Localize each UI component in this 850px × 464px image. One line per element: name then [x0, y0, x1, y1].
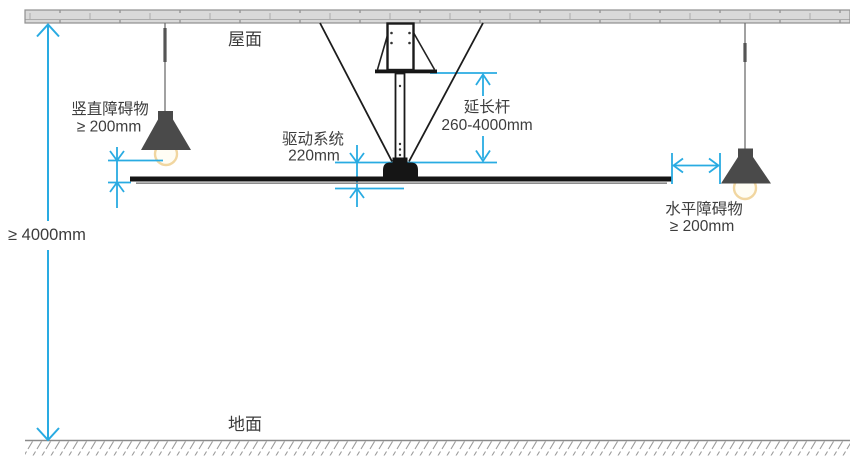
pendant-lamp-left — [141, 23, 191, 167]
drive-motor — [383, 162, 418, 181]
lamp-shade — [141, 119, 191, 150]
arrow-up-icon — [36, 23, 60, 38]
extension-rod — [394, 72, 406, 161]
dim-vertical-obstacle — [108, 147, 163, 208]
dim-overall-height — [36, 23, 60, 442]
bolt-dot — [398, 148, 402, 151]
dim-drive-system — [349, 145, 365, 207]
dim-horizontal-obstacle — [671, 153, 721, 184]
horizontal-obstacle-label-line2: ≥ 200mm — [670, 218, 735, 235]
vertical-obstacle-label-line1: 竖直障碍物 — [71, 100, 149, 118]
arrow-up-icon — [349, 186, 365, 199]
drive-system-label-line1: 驱动系统 — [282, 130, 344, 148]
guy-wire-right — [408, 22, 484, 162]
arrow-down-icon — [349, 152, 365, 165]
bolt-dot — [408, 31, 411, 35]
mount-plate — [375, 69, 437, 74]
vertical-obstacle-label-line2: ≥ 200mm — [77, 119, 142, 136]
lamp-neck — [738, 148, 753, 157]
lamp-neck — [158, 111, 173, 120]
arrow-down-icon — [475, 150, 491, 163]
dim-reference-lines — [335, 72, 497, 190]
motor-collar — [392, 157, 408, 163]
extension-rod-label-line1: 延长杆 — [464, 98, 511, 116]
roof-deck — [24, 9, 850, 24]
ground-label: 地面 — [228, 415, 262, 434]
arrow-up-icon — [109, 180, 125, 193]
bolt-dot — [398, 153, 402, 157]
lamp-shade — [721, 157, 771, 184]
dim-extension-rod — [475, 72, 491, 163]
horizontal-obstacle-label-line1: 水平障碍物 — [665, 200, 743, 218]
arrow-up-icon — [475, 72, 491, 86]
pendant-lamp-right — [721, 23, 771, 201]
bolt-dot — [390, 31, 393, 35]
ground-hatching — [25, 441, 850, 456]
overall-height-label: ≥ 4000mm — [8, 226, 86, 244]
drive-system-label-line2: 220mm — [288, 148, 340, 165]
bolt-dot — [408, 41, 411, 45]
bolt-dot — [398, 142, 402, 146]
guy-wire-left — [319, 22, 393, 162]
extension-rod-label-line2: 260-4000mm — [441, 117, 532, 134]
mount-bracket — [375, 22, 437, 74]
arrow-right-icon — [708, 157, 721, 174]
lamp-cord-sleeve — [163, 28, 167, 62]
mount-box — [386, 22, 415, 72]
roof-label: 屋面 — [228, 30, 262, 49]
arrow-left-icon — [671, 157, 684, 174]
arrow-down-icon — [36, 427, 60, 442]
lamp-cord-sleeve — [743, 43, 747, 62]
arrow-down-icon — [109, 150, 125, 163]
brace-right — [411, 29, 436, 70]
bolt-dot — [390, 41, 393, 45]
bolt-dot — [398, 84, 402, 88]
